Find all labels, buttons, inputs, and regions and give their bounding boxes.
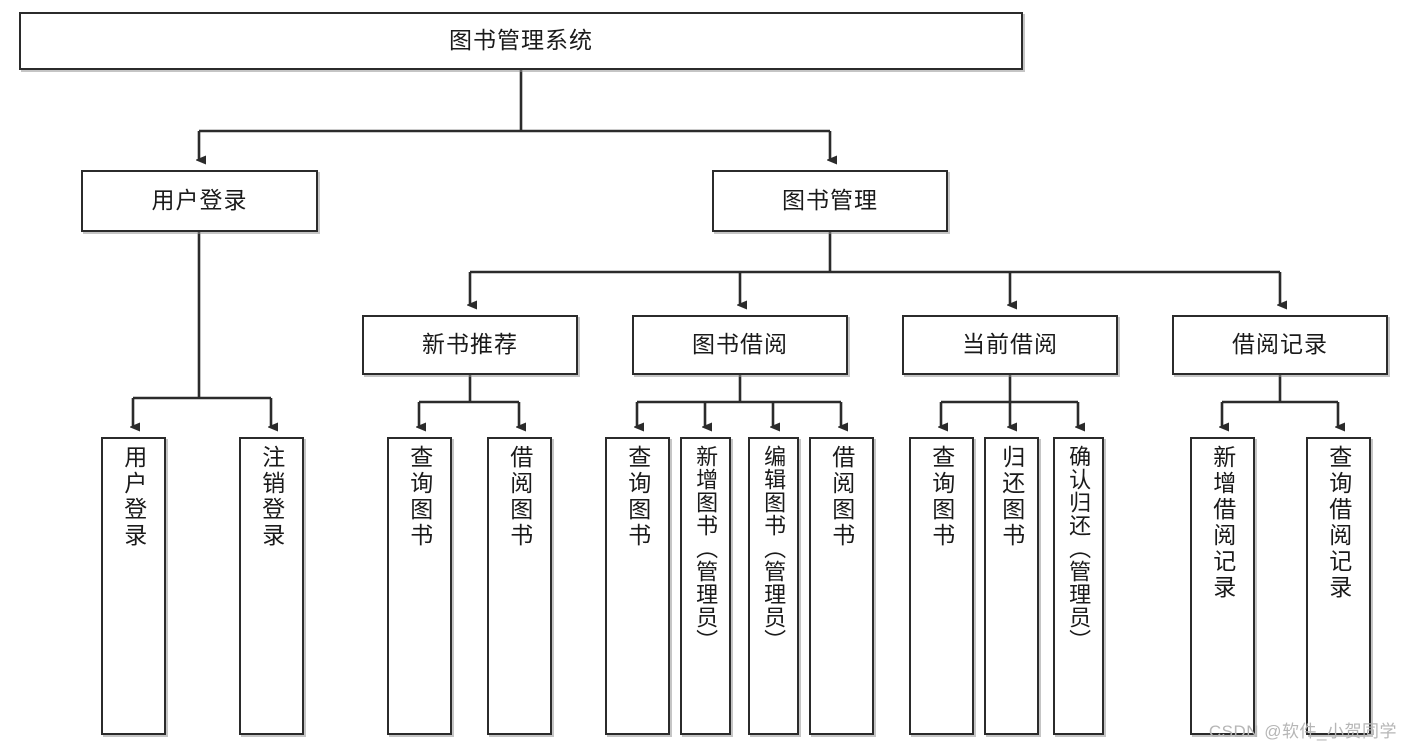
leaf-book-borrow-add[interactable]: 新增图书（管理员）: [680, 437, 731, 735]
leaf-current-borrow-query-label: 查询图书: [928, 445, 955, 549]
leaf-current-borrow-return-label: 归还图书: [998, 445, 1025, 549]
node-user-login-label: 用户登录: [151, 187, 248, 214]
leaf-new-book-borrow-label: 借阅图书: [506, 445, 533, 549]
leaf-current-borrow-confirm-label: 确认归还（管理员）: [1066, 445, 1092, 652]
node-borrow-record[interactable]: 借阅记录: [1172, 315, 1388, 375]
leaf-current-borrow-return[interactable]: 归还图书: [984, 437, 1039, 735]
leaf-book-borrow-query-label: 查询图书: [624, 445, 651, 549]
node-root[interactable]: 图书管理系统: [19, 12, 1023, 70]
leaf-borrow-record-query[interactable]: 查询借阅记录: [1306, 437, 1371, 735]
leaf-borrow-record-query-label: 查询借阅记录: [1325, 445, 1352, 601]
leaf-new-book-query-label: 查询图书: [406, 445, 433, 549]
node-book-borrow[interactable]: 图书借阅: [632, 315, 848, 375]
leaf-book-borrow-edit[interactable]: 编辑图书（管理员）: [748, 437, 799, 735]
leaf-book-borrow-borrow[interactable]: 借阅图书: [809, 437, 874, 735]
node-book-borrow-label: 图书借阅: [692, 331, 788, 358]
leaf-user-login-login-label: 用户登录: [120, 445, 147, 549]
node-current-borrow[interactable]: 当前借阅: [902, 315, 1118, 375]
leaf-new-book-query[interactable]: 查询图书: [387, 437, 452, 735]
leaf-user-login-login[interactable]: 用户登录: [101, 437, 166, 735]
leaf-book-borrow-query[interactable]: 查询图书: [605, 437, 670, 735]
leaf-borrow-record-add[interactable]: 新增借阅记录: [1190, 437, 1255, 735]
leaf-current-borrow-query[interactable]: 查询图书: [909, 437, 974, 735]
leaf-book-borrow-edit-label: 编辑图书（管理员）: [761, 445, 787, 652]
leaf-user-login-logout-label: 注销登录: [258, 445, 285, 549]
node-new-book-recommend-label: 新书推荐: [422, 331, 518, 358]
node-root-label: 图书管理系统: [449, 27, 593, 54]
node-borrow-record-label: 借阅记录: [1232, 331, 1328, 358]
node-book-management-label: 图书管理: [782, 187, 878, 214]
node-current-borrow-label: 当前借阅: [962, 331, 1058, 358]
leaf-user-login-logout[interactable]: 注销登录: [239, 437, 304, 735]
leaf-borrow-record-add-label: 新增借阅记录: [1209, 445, 1236, 601]
leaf-current-borrow-confirm[interactable]: 确认归还（管理员）: [1053, 437, 1104, 735]
node-new-book-recommend[interactable]: 新书推荐: [362, 315, 578, 375]
leaf-new-book-borrow[interactable]: 借阅图书: [487, 437, 552, 735]
node-book-management[interactable]: 图书管理: [712, 170, 948, 232]
node-user-login[interactable]: 用户登录: [81, 170, 318, 232]
leaf-book-borrow-borrow-label: 借阅图书: [828, 445, 855, 549]
leaf-book-borrow-add-label: 新增图书（管理员）: [693, 445, 719, 652]
